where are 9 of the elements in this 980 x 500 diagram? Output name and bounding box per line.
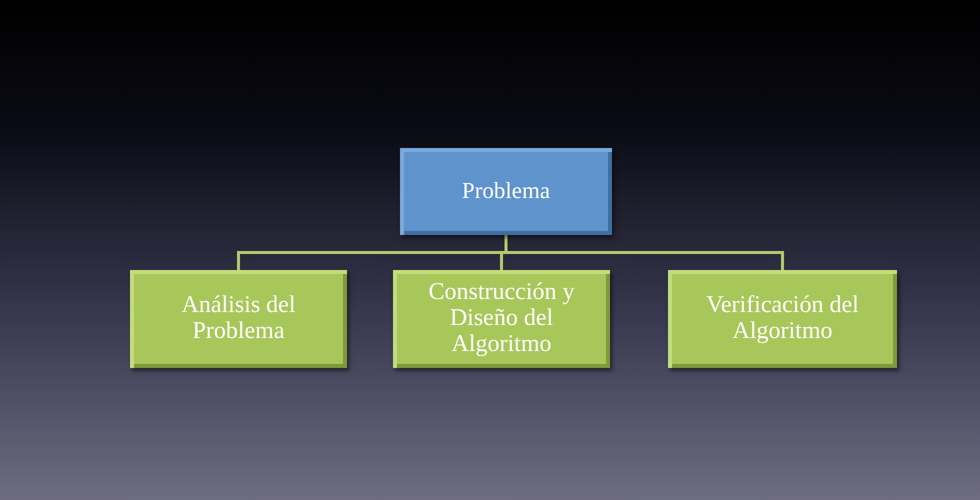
box-text: Análisis del Problema [180,293,296,345]
box-text: Verificación del Algoritmo [705,293,860,345]
root-box [400,148,612,235]
process-box [130,270,347,368]
box-text: Problema [462,179,550,204]
box-text: Construcción y Diseño del Algoritmo [428,280,576,358]
process-box [393,270,610,368]
process-box [668,270,897,368]
connector-line [504,235,784,270]
